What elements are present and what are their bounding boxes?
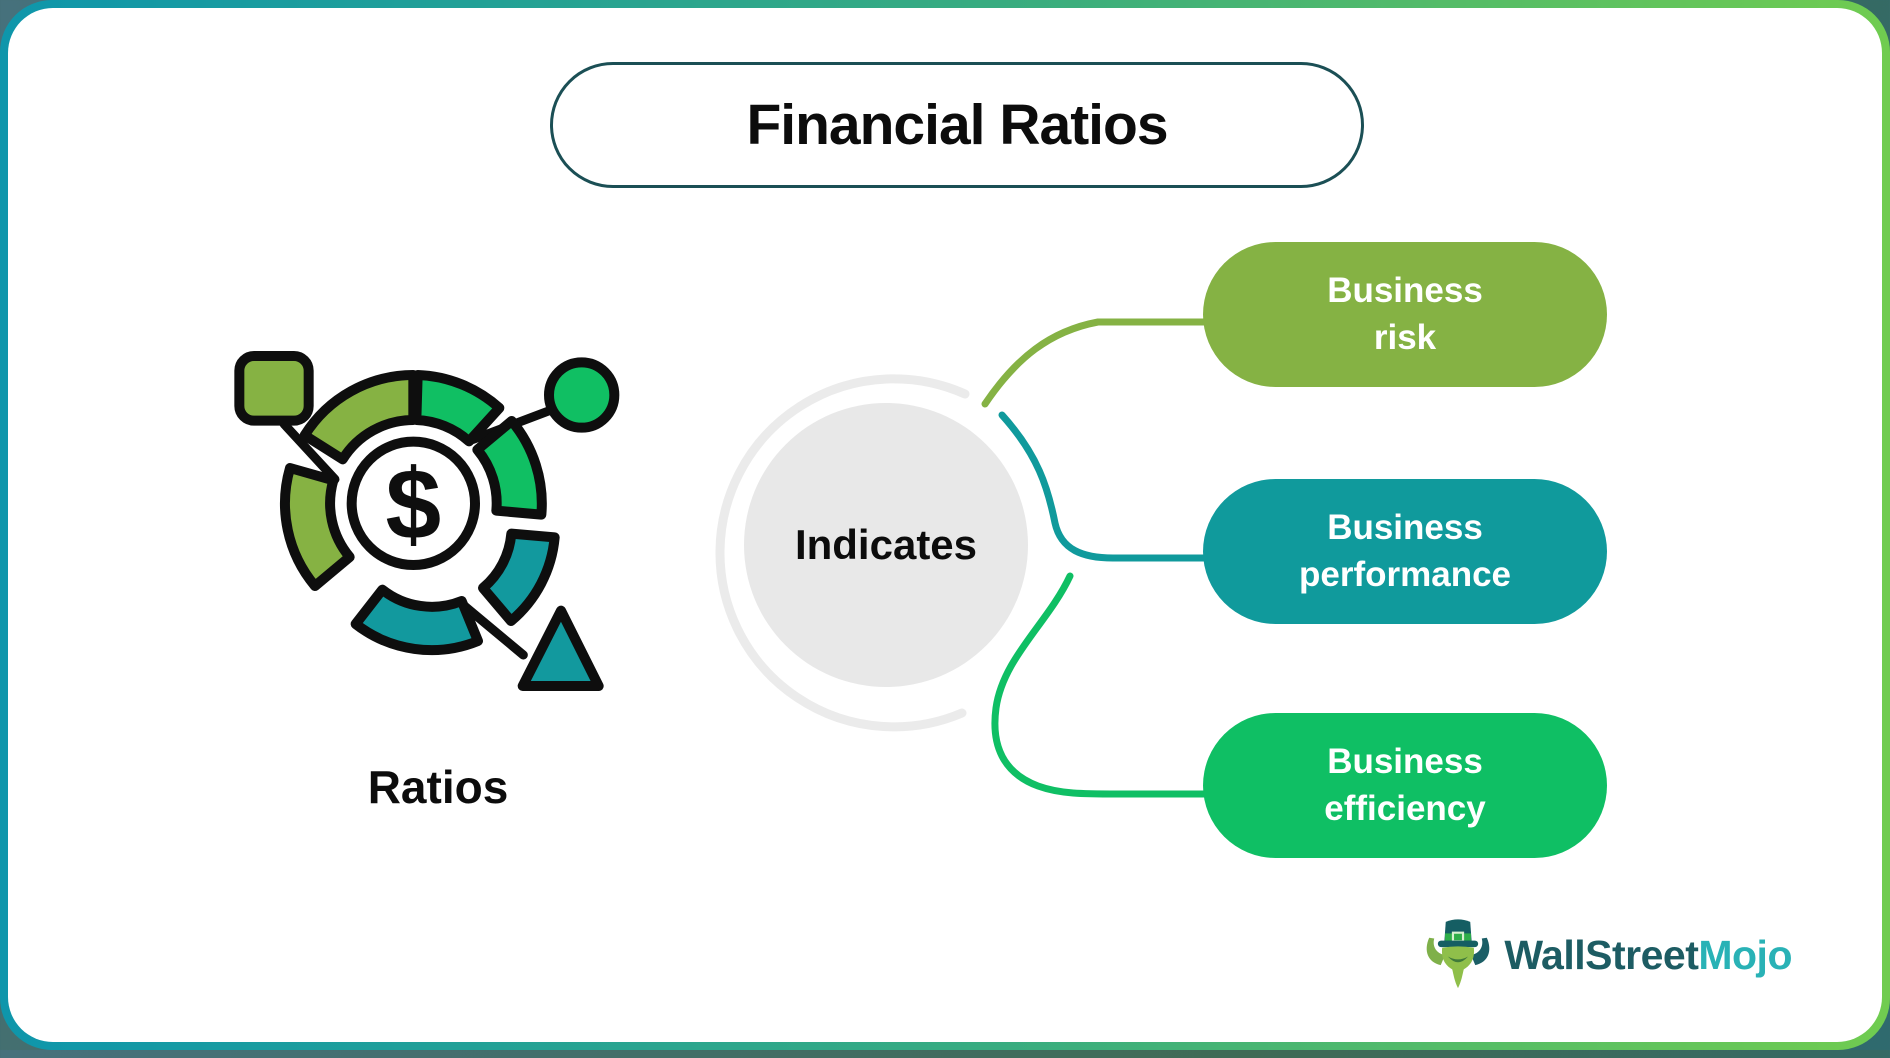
teal-donut-segment	[350, 528, 560, 656]
branch-pill-business-performance: Business performance	[1203, 479, 1607, 624]
bull-mascot-icon	[1427, 919, 1490, 989]
pill-label-line: Business	[1327, 741, 1483, 781]
pill-label-line: risk	[1373, 317, 1437, 357]
ratios-pie-chart-icon: $	[234, 351, 620, 691]
icon-caption: Ratios	[367, 761, 509, 813]
indicates-node: Indicates	[744, 403, 1028, 687]
branch-pill-business-efficiency: Business efficiency	[1203, 713, 1607, 858]
green-donut-segment	[411, 370, 547, 520]
connector-business-efficiency	[991, 572, 1216, 798]
pill-label-line: Business	[1327, 270, 1483, 310]
page-title: Financial Ratios	[746, 93, 1168, 157]
branch-pill-business-risk: Business risk	[1203, 242, 1607, 387]
connector-business-risk	[981, 318, 1216, 408]
circle-shape	[544, 357, 620, 433]
logo-wallstreet-text: WallStreet	[1504, 931, 1699, 978]
wallstreetmojo-logo: WallStreetMojo	[1422, 916, 1792, 994]
pill-label-line: performance	[1298, 554, 1512, 594]
olive-donut-segment	[279, 370, 419, 591]
indicates-label: Indicates	[794, 521, 978, 568]
connector-business-performance	[998, 411, 1216, 562]
square-shape	[234, 351, 314, 426]
logo-wordmark: WallStreetMojo	[1504, 932, 1792, 979]
pill-label-line: Business	[1327, 507, 1483, 547]
title-box: Financial Ratios	[550, 62, 1364, 188]
diagram-card: Financial Ratios	[8, 8, 1882, 1042]
triangle-shape	[517, 605, 604, 691]
dollar-symbol: $	[386, 448, 442, 560]
logo-mojo-text: Mojo	[1698, 931, 1792, 978]
pill-label-line: efficiency	[1324, 788, 1486, 828]
dollar-circle	[346, 436, 480, 570]
